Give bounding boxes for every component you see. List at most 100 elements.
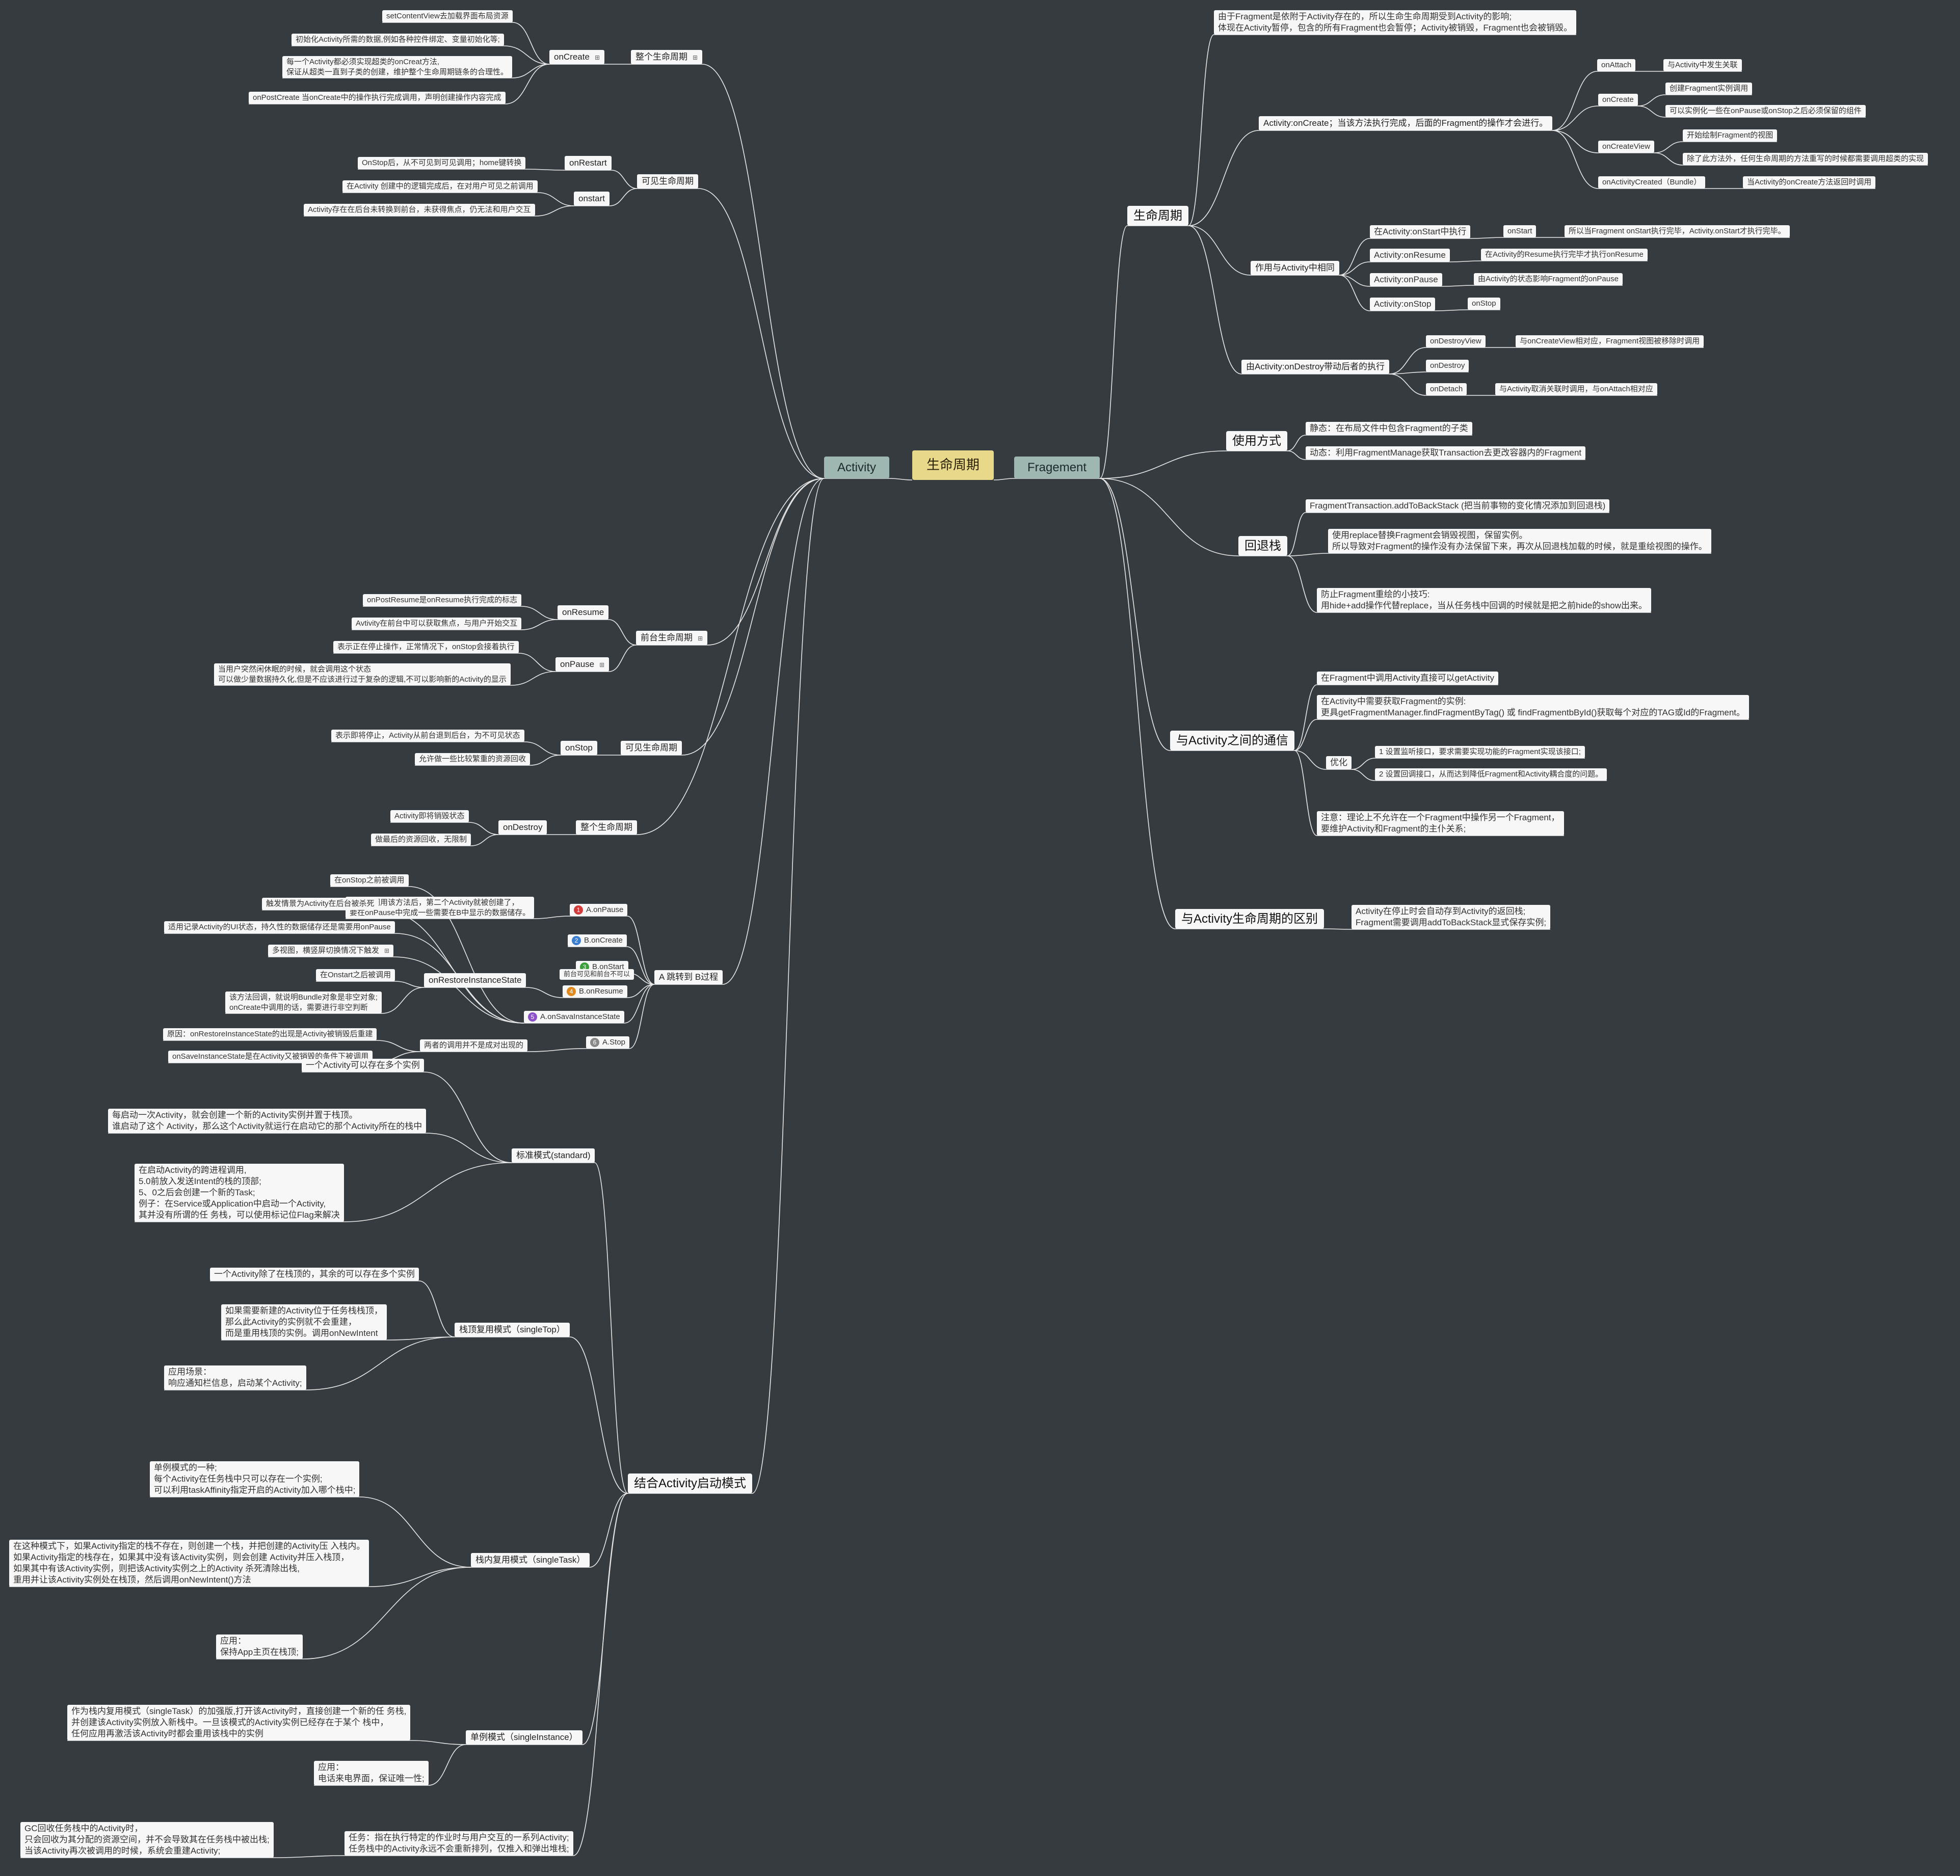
center-topic[interactable]: 生命周期 [912,450,994,480]
connector-line [1099,478,1294,751]
multi-hint: 前台可见和前台不可以 [560,969,634,980]
onpause-node[interactable]: onPause⊞ [555,657,610,672]
connector-line [342,192,574,206]
expand-icon[interactable]: ⊞ [384,947,390,954]
oncreate-leaf: 每一个Activity都必须实现超类的onCreat方法, 保证从超类一直到子类… [282,56,513,78]
connector-line [512,1162,628,1494]
standard-mode-branch[interactable]: 标准模式(standard) [512,1148,595,1163]
jump-a-to-b-branch[interactable]: A 跳转到 B过程 [654,970,723,985]
destroy-item[interactable]: onDestroy [1426,360,1469,372]
connector-line [358,169,565,171]
connector-line [1188,130,1552,226]
comm-leaf: 在Fragment中调用Activity直接可以getActivity [1317,672,1499,685]
connector-line [1552,71,1635,131]
connector-line [574,188,638,206]
ondestroy-node[interactable]: onDestroy [498,820,547,835]
launch-mode-topic[interactable]: 结合Activity启动模式 [628,1473,753,1494]
oncreateview-node[interactable]: onCreateView [1598,141,1654,153]
connector-line [1099,450,1287,479]
connector-line [150,1496,471,1568]
connector-line [1637,94,1752,106]
connector-line [314,1744,466,1786]
same-item[interactable]: Activity:onPause [1370,273,1442,287]
same-item[interactable]: Activity:onResume [1370,249,1450,262]
optimize-leaf: 2 设置回调接口，从而达到降低Fragment和Activity耦合度的问题。 [1375,768,1607,781]
optimize-leaf: 1 设置监听接口，要求需要实现功能的Fragment实现该接口; [1375,746,1585,758]
destroy-item[interactable]: onDestroyView [1426,335,1486,347]
communication-topic[interactable]: 与Activity之间的通信 [1170,731,1295,751]
connector-line [1188,225,1389,374]
task-node[interactable]: 任务：指在执行特定的作业时与用户交互的一系列Activity; 任务栈中的Act… [345,1831,573,1856]
onrestart-node[interactable]: onRestart [565,156,612,171]
pair-node[interactable]: 两者的调用并不是成对出现的 [420,1039,528,1052]
destroy-item[interactable]: onDetach [1426,383,1467,395]
visible-lifecycle-branch[interactable]: 可见生命周期 [637,174,698,189]
singleinstance-mode-branch[interactable]: 单例模式（singleInstance） [466,1730,582,1745]
usage-topic[interactable]: 使用方式 [1226,431,1287,451]
onrestoreinstancestate-node[interactable]: onRestoreInstanceState [424,973,526,988]
connector-line [1637,105,1866,118]
connector-line [1351,769,1607,781]
connector-line [1287,450,1585,460]
oncreateview-leaf: 开始绘制Fragment的视图 [1683,129,1778,142]
fragment-oncreate-node[interactable]: onCreate [1598,94,1638,106]
connector-line [1339,238,1470,276]
activity-root[interactable]: Activity [824,457,890,479]
onstop-node[interactable]: onStop [561,741,597,756]
fragment-intro: 由于Fragment是依附于Activity存在的，所以生命生命周期受到Acti… [1214,10,1577,35]
step-label: B.onCreate [584,936,623,945]
whole-lifecycle-2-branch[interactable]: 整个生命周期 [576,820,637,835]
connector-line [1294,750,1352,770]
connector-line [214,671,556,686]
connector-line [1351,758,1585,770]
same-item[interactable]: 在Activity:onStart中执行 [1370,225,1471,239]
same-item[interactable]: Activity:onStop [1370,298,1436,311]
step-1-icon: 1 [574,905,583,915]
expand-icon[interactable]: ⊞ [599,661,605,668]
onresume-node[interactable]: onResume [558,605,609,620]
oncreate-leaf: onPostCreate 当onCreate中的操作执行完成调用，声明创建操作内… [249,92,506,104]
backstack-topic[interactable]: 回退栈 [1238,536,1287,556]
connector-line [586,984,655,1049]
expand-icon[interactable]: ⊞ [698,635,703,642]
connector-line [415,755,561,766]
expand-icon[interactable]: ⊞ [693,54,698,61]
visible-lifecycle-2-branch[interactable]: 可见生命周期 [621,741,682,756]
foreground-lifecycle-branch[interactable]: 前台生命周期⊞ [636,631,708,646]
connector-line [455,1336,628,1494]
connector-line [345,1493,628,1856]
connector-line [1294,719,1749,751]
onstart-node[interactable]: onstart [574,192,610,206]
whole-lifecycle-branch[interactable]: 整个生命周期⊞ [631,50,703,65]
optimize-node[interactable]: 优化 [1326,756,1352,770]
onattach-node[interactable]: onAttach [1597,59,1636,71]
ondestroy-chain-branch[interactable]: 由Activity:onDestroy带动后者的执行 [1241,360,1390,374]
expand-icon[interactable]: ⊞ [594,54,600,61]
onactivitycreated-node[interactable]: onActivityCreated（Bundle） [1598,176,1706,189]
singletask-leaf: 在这种模式下，如果Activity指定的栈不存在，则创建一个栈，并把创建的Act… [9,1540,369,1587]
connector-line [568,946,655,985]
connector-line [628,478,825,1494]
backstack-leaf: FragmentTransaction.addToBackStack (把当前事… [1306,499,1610,513]
connector-line [1294,750,1564,836]
singletask-mode-branch[interactable]: 栈内复用模式（singleTask） [471,1553,590,1568]
onresume-leaf: onPostResume是onResume执行完成的标志 [363,594,522,606]
connector-line [382,22,550,65]
oncreate-node[interactable]: onCreate⊞ [549,50,604,65]
same-as-activity-branch[interactable]: 作用与Activity中相同 [1251,261,1339,276]
singletop-leaf: 如果需要新建的Activity位于任务栈栈顶， 那么此Activity的实例就不… [221,1304,387,1341]
fragment-lifecycle-topic[interactable]: 生命周期 [1127,206,1188,226]
fragment-root[interactable]: Fragement [1014,457,1100,479]
singletop-mode-branch[interactable]: 栈顶复用模式（singleTop） [455,1323,570,1337]
connector-line [1339,275,1442,287]
lifecycle-diff-topic[interactable]: 与Activity生命周期的区别 [1175,909,1325,929]
connector-line [1435,309,1500,311]
fragment-oncreate-branch[interactable]: Activity:onCreate；当该方法执行完成，后面的Fragment的操… [1259,116,1553,131]
connector-line [1287,553,1711,556]
